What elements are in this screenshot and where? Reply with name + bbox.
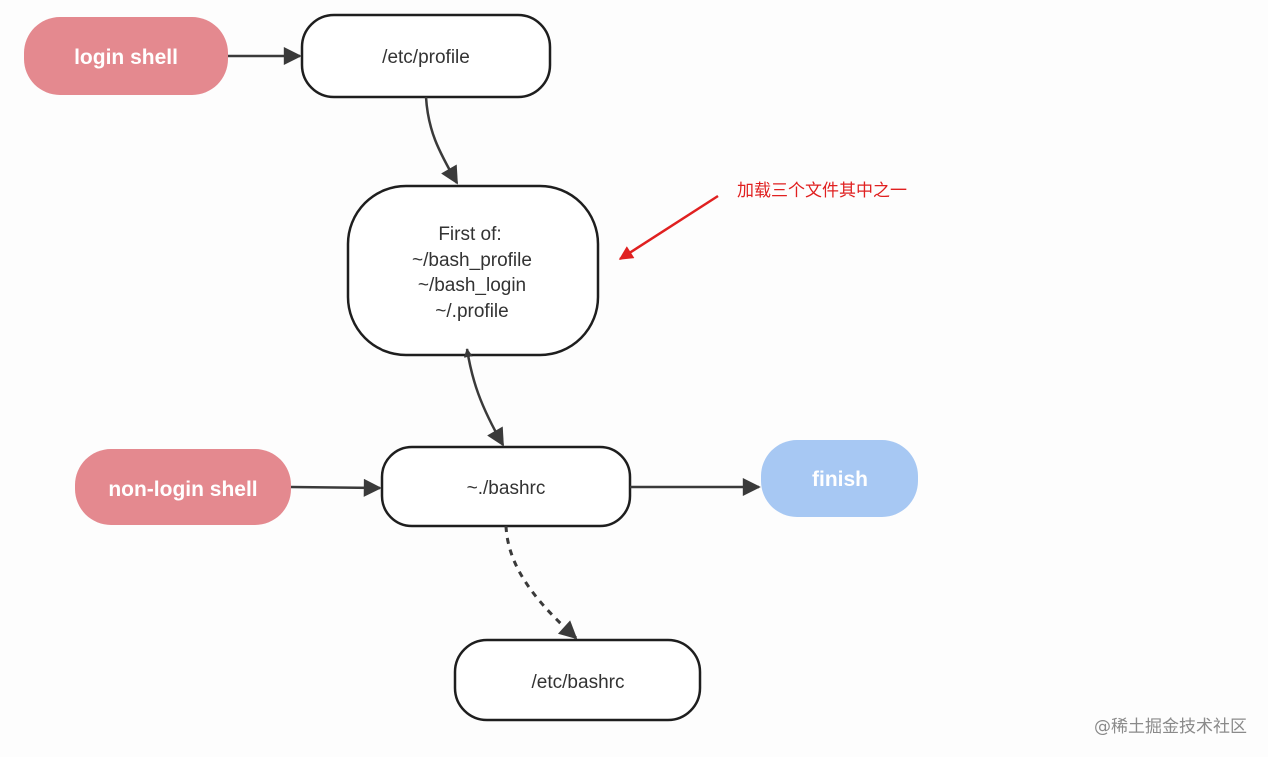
annotation-text: 加载三个文件其中之一 [737, 181, 907, 201]
first-of-item-profile: ~/.profile [435, 301, 508, 322]
etc-bashrc-label: /etc/bashrc [532, 672, 625, 693]
arrow-first-of-to-bashrc [463, 348, 505, 447]
first-of-item-bash-login: ~/bash_login [418, 275, 526, 296]
bashrc-label: ~./bashrc [467, 478, 546, 499]
etc-bashrc-node: /etc/bashrc [453, 638, 702, 722]
first-of-heading: First of: [438, 224, 501, 245]
login-shell-label: login shell [74, 46, 178, 69]
first-of-item-bash-profile: ~/bash_profile [412, 250, 532, 271]
arrow-non-login-to-bashrc [290, 478, 382, 497]
bashrc-node: ~./bashrc [380, 445, 632, 528]
arrow-profile-to-first-of [424, 96, 459, 185]
finish-label: finish [812, 468, 868, 491]
finish-node: finish [761, 440, 918, 517]
arrow-bashrc-to-etc-bashrc-dashed [504, 525, 578, 640]
etc-profile-label: /etc/profile [382, 47, 470, 68]
non-login-shell-label: non-login shell [108, 478, 257, 501]
first-of-node: First of: ~/bash_profile ~/bash_login ~/… [346, 184, 600, 357]
non-login-shell-node: non-login shell [75, 449, 291, 525]
watermark: @稀土掘金技术社区 [1094, 717, 1247, 737]
login-shell-node: login shell [24, 17, 228, 95]
annotation-arrow [618, 194, 719, 261]
etc-profile-node: /etc/profile [300, 13, 552, 99]
